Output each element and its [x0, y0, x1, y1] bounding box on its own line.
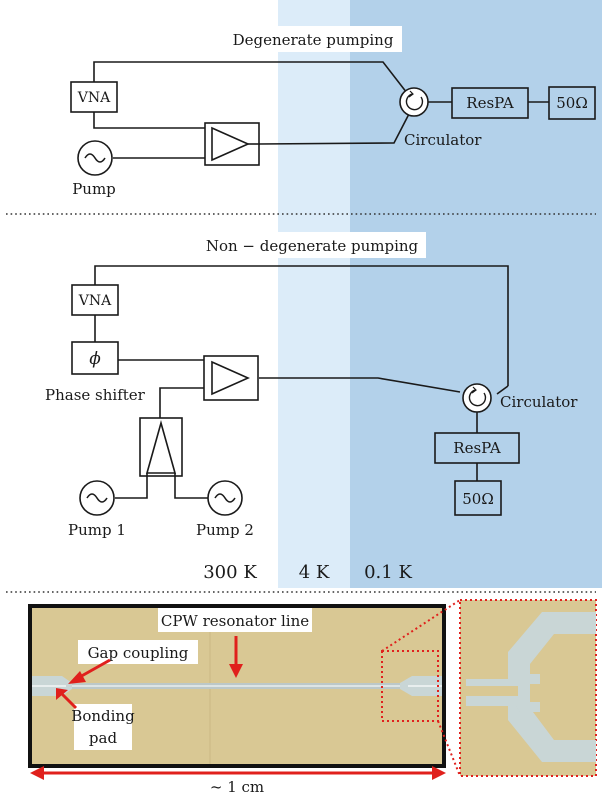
panel2-title: Non − degenerate pumping — [206, 237, 419, 255]
circulator-label: Circulator — [404, 131, 482, 149]
non-degenerate-pumping-diagram — [71, 232, 520, 516]
temp-01k: 0.1 K — [364, 562, 412, 583]
sine-icon — [84, 153, 106, 163]
circulator-arrow-icon — [468, 389, 487, 407]
cpw-label: CPW resonator line — [161, 612, 309, 630]
load-box — [454, 480, 502, 516]
phase-shifter-label: Phase shifter — [45, 386, 146, 404]
sine-icon — [214, 493, 236, 503]
combiner-box — [139, 417, 183, 477]
sine-icon — [86, 493, 108, 503]
combiner-triangle — [145, 420, 177, 474]
wire — [93, 112, 205, 129]
vna-label: VNA — [78, 293, 112, 309]
circulator-label: Circulator — [500, 393, 578, 411]
pump1-label: Pump 1 — [68, 521, 126, 539]
wire — [159, 387, 204, 418]
inset-pad — [508, 612, 596, 762]
zoom-inset — [381, 599, 597, 777]
load-box — [548, 86, 596, 120]
temp-4k: 4 K — [299, 562, 330, 583]
load-label: 50Ω — [556, 94, 588, 112]
wire — [93, 61, 408, 94]
respa-box — [451, 87, 529, 119]
vna-label: VNA — [77, 90, 111, 106]
temperature-labels: 300 K 4 K 0.1 K — [203, 562, 412, 583]
respa-box — [434, 432, 520, 464]
respa-label: ResPA — [466, 94, 514, 112]
load-label: 50Ω — [462, 490, 494, 508]
amplifier-triangle — [211, 360, 250, 396]
wire — [259, 377, 461, 393]
title-box — [198, 232, 426, 258]
gap-arrow — [77, 658, 111, 680]
pump-label: Pump — [72, 180, 116, 198]
respa-label: ResPA — [453, 439, 501, 457]
gap-coupling-label: Gap coupling — [88, 644, 189, 662]
zoom-region — [381, 650, 439, 722]
amplifier-triangle — [211, 126, 250, 162]
circulator — [399, 87, 429, 117]
scale-label: ~ 1 cm — [210, 778, 264, 796]
bonding-arrow — [60, 692, 78, 710]
degenerate-pumping-diagram — [70, 26, 596, 176]
temp-300k: 300 K — [203, 562, 257, 583]
wire — [496, 385, 509, 395]
wire — [258, 111, 411, 145]
title-box — [224, 26, 402, 52]
panel1-title: Degenerate pumping — [233, 31, 394, 49]
pump2-label: Pump 2 — [196, 521, 254, 539]
bonding-label-2: pad — [89, 729, 118, 747]
wire — [94, 265, 509, 386]
stage-4k-band — [278, 0, 350, 588]
photo-annotations: CPW resonator line Gap coupling Bonding … — [30, 608, 446, 796]
bonding-label-1: Bonding — [71, 707, 135, 725]
phase-shifter-box — [71, 341, 119, 375]
circulator-arrow-icon — [405, 93, 424, 111]
circulator — [462, 383, 492, 413]
wire — [174, 473, 208, 499]
wire — [115, 473, 148, 499]
vna-box — [71, 284, 119, 316]
phase-symbol: ϕ — [89, 349, 101, 369]
